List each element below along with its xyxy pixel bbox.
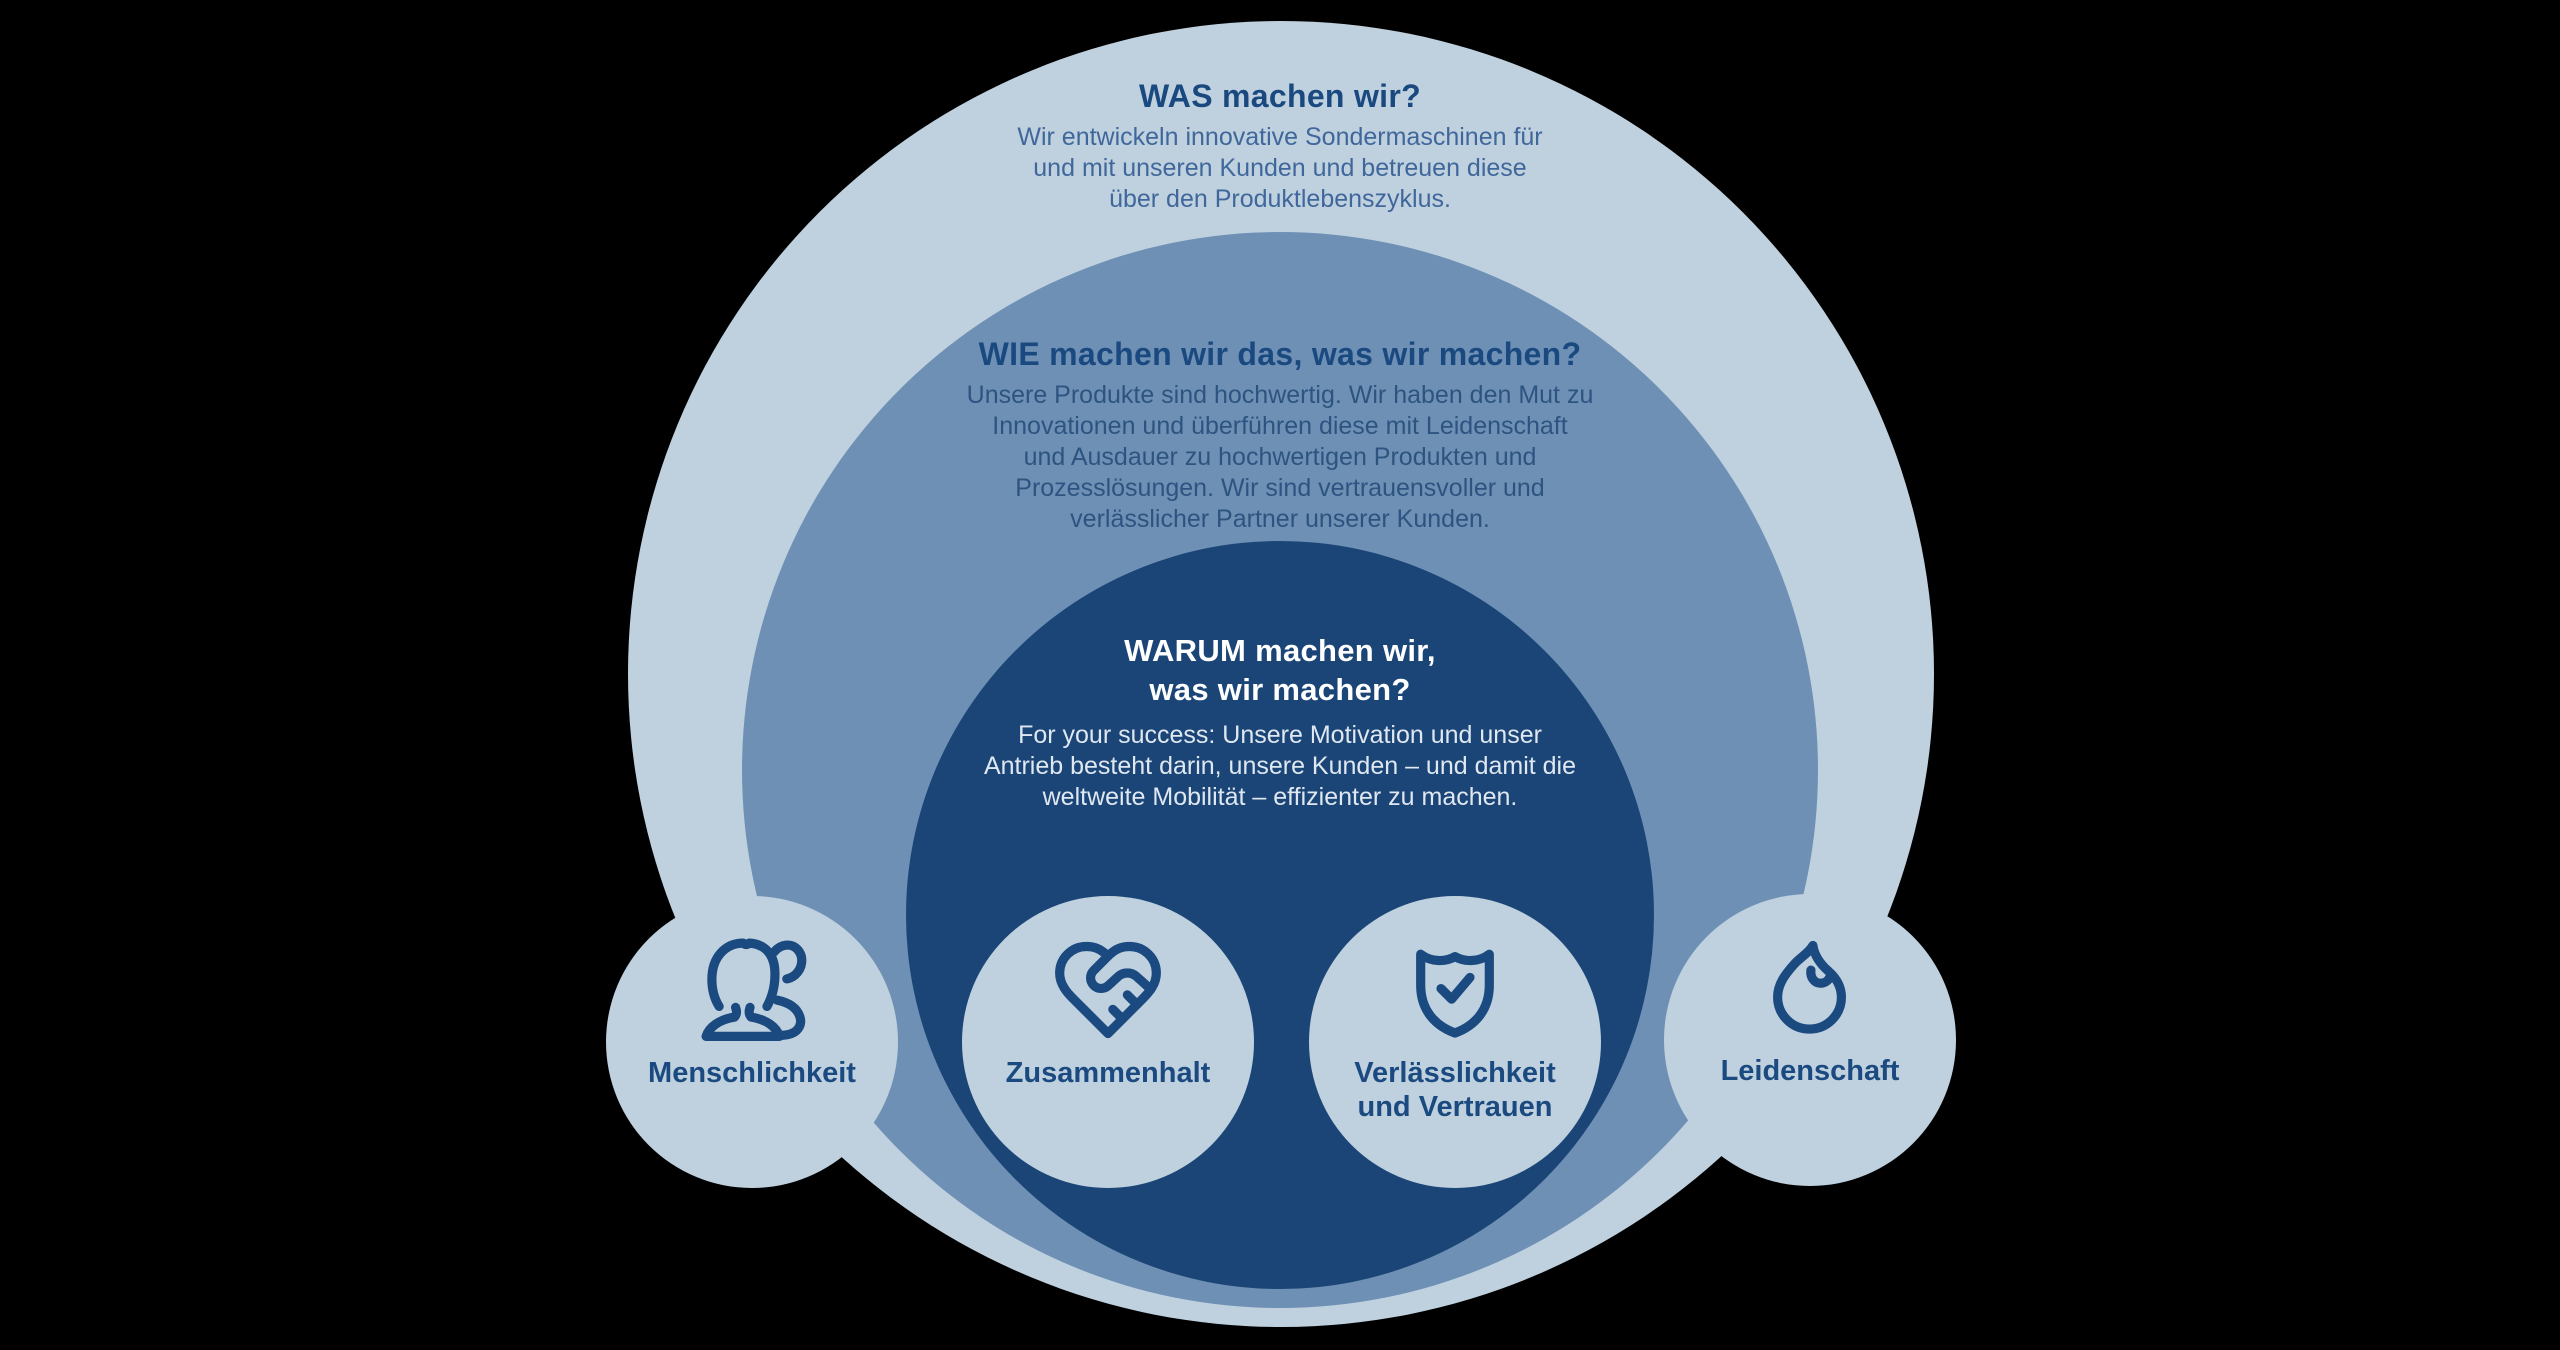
shield-check-icon: [1397, 932, 1513, 1048]
value-label-menschlichkeit: Menschlichkeit: [648, 1057, 856, 1089]
how-body: Unsere Produkte sind hochwertig. Wir hab…: [966, 381, 1594, 533]
how-section: WIE machen wir das, was wir machen? Unse…: [680, 334, 1880, 535]
why-heading: WARUM machen wir, was wir machen?: [1124, 633, 1436, 707]
value-label-leidenschaft: Leidenschaft: [1720, 1055, 1900, 1087]
flame-icon: [1752, 930, 1868, 1046]
what-body: Wir entwickeln innovative Sondermaschine…: [1017, 123, 1543, 213]
heart-handshake-icon: [1050, 932, 1166, 1048]
value-circle-menschlichkeit: Menschlichkeit: [606, 896, 898, 1188]
value-circle-leidenschaft: Leidenschaft: [1664, 894, 1956, 1186]
why-body: For your success: Unsere Motivation und …: [983, 720, 1577, 811]
why-section: WARUM machen wir, was wir machen? For yo…: [680, 632, 1880, 813]
what-heading: WAS machen wir?: [1139, 78, 1421, 114]
how-heading: WIE machen wir das, was wir machen?: [978, 336, 1582, 372]
two-women-icon: [694, 932, 810, 1048]
what-section: WAS machen wir? Wir entwickeln innovativ…: [680, 76, 1880, 215]
value-circle-zusammenhalt: Zusammenhalt: [962, 896, 1254, 1188]
value-label-verlaesslichkeit: Verlässlichkeit und Vertrauen: [1354, 1057, 1556, 1124]
value-circle-verlaesslichkeit: Verlässlichkeit und Vertrauen: [1309, 896, 1601, 1188]
value-label-zusammenhalt: Zusammenhalt: [1005, 1057, 1211, 1089]
